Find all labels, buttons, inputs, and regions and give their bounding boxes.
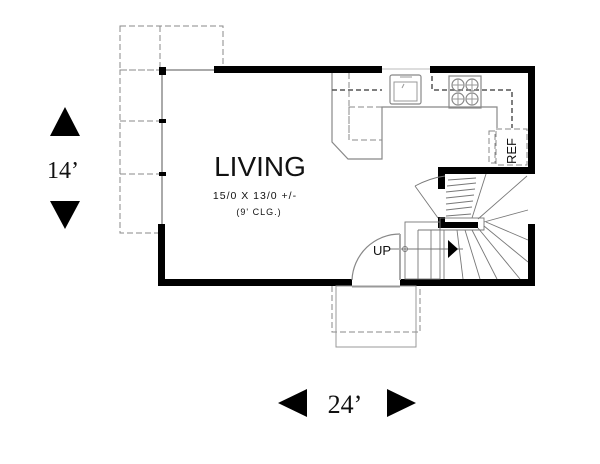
arrow-up-icon [50,107,80,136]
room-name: LIVING [214,151,306,182]
kitchen-counter [331,73,513,160]
entry-step [331,285,421,348]
room-size: 15/0 X 13/0 +/- [213,190,297,202]
sink-icon [389,74,422,105]
arrow-right-icon [387,389,416,417]
post [159,172,166,176]
exterior-walls [158,66,535,286]
entry-door [351,233,401,288]
depth-dimension: 14’ [47,158,79,184]
arrow-left-icon [278,389,307,417]
stair-direction-arrow-icon [448,240,458,258]
stove-icon [448,75,482,109]
post [159,119,166,123]
fridge-label: REF [504,138,519,164]
stairs-upper [414,173,529,231]
post [159,67,166,75]
stairs-lower [390,221,529,280]
width-dimension: 24’ [328,390,363,419]
left-deck-outline [119,25,224,234]
refrigerator: REF [488,128,528,166]
stair-up-label: UP [373,243,391,258]
room-ceiling: (9' CLG.) [236,207,281,217]
arrow-down-icon [50,201,80,229]
